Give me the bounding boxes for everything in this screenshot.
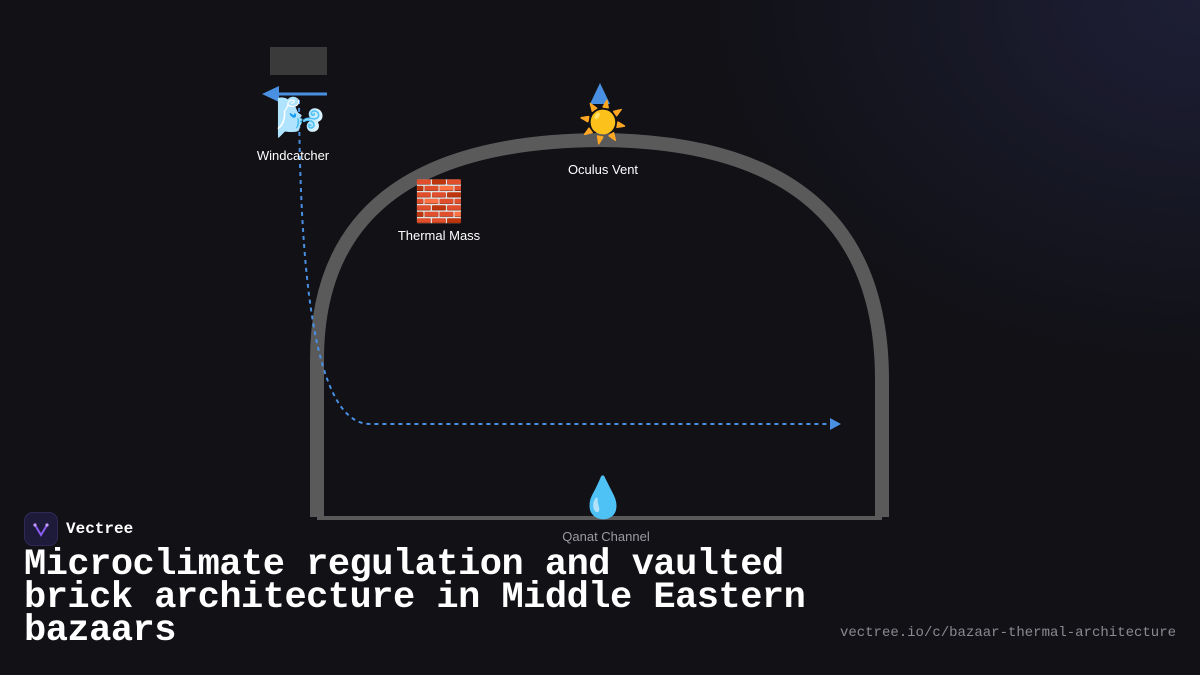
airflow-arrowhead: [830, 418, 841, 430]
brick-icon: 🧱: [414, 179, 464, 225]
windcatcher-tower: [270, 47, 327, 75]
intake-arrowhead: [262, 86, 279, 102]
windcatcher-label: Windcatcher: [256, 148, 330, 163]
thermal-mass-label: Thermal Mass: [397, 228, 481, 243]
vaulted-arch: [310, 132, 889, 517]
wind-face-icon: 🌬️: [275, 95, 325, 141]
qanat-channel-label: Qanat Channel: [562, 529, 650, 544]
oculus-vent-label: Oculus Vent: [567, 162, 639, 177]
vectree-logo-icon: [24, 512, 58, 546]
sun-icon: ☀️: [578, 100, 628, 146]
page-title: Microclimate regulation and vaulted bric…: [24, 544, 806, 652]
droplet-icon: 💧: [578, 475, 628, 521]
brand: Vectree: [24, 512, 133, 546]
brand-name: Vectree: [66, 520, 134, 538]
source-url[interactable]: vectree.io/c/bazaar-thermal-architecture: [839, 625, 1176, 641]
exhaust-arrowhead: [590, 83, 610, 104]
airflow-path: [298, 99, 830, 425]
